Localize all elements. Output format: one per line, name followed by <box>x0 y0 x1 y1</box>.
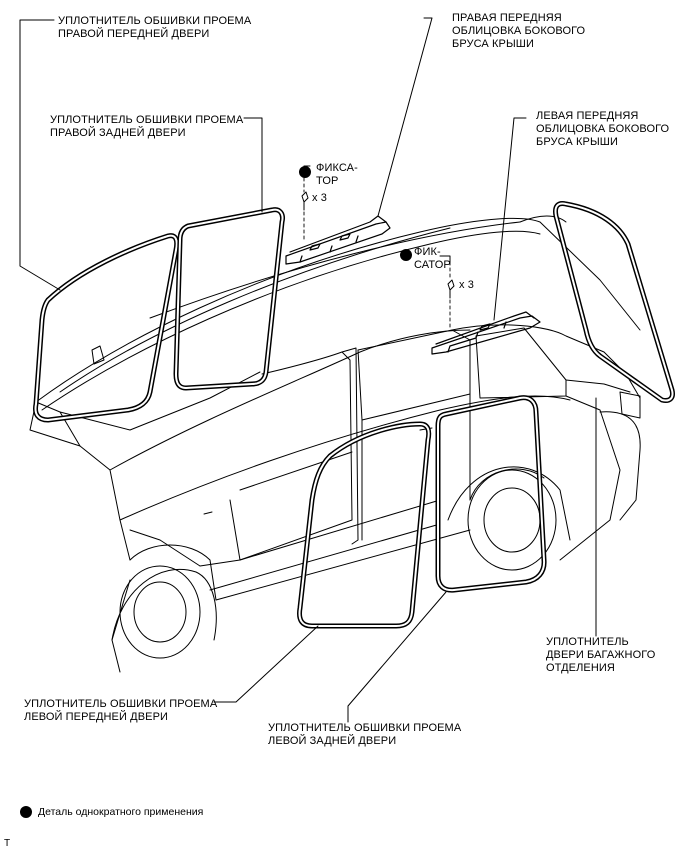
rf-door-weatherstrip-label: УПЛОТНИТЕЛЬ ОБШИВКИ ПРОЕМА ПРАВОЙ ПЕРЕДН… <box>58 15 252 40</box>
back-door-weatherstrip-label: УПЛОТНИТЕЛЬ ДВЕРИ БАГАЖНОГО ОТДЕЛЕНИЯ <box>546 636 656 674</box>
vehicle-body <box>29 215 641 673</box>
corner-mark: T <box>4 838 11 849</box>
clip-icon <box>301 191 309 211</box>
rr-door-weatherstrip-label: УПЛОТНИТЕЛЬ ОБШИВКИ ПРОЕМА ПРАВОЙ ЗАДНЕЙ… <box>50 114 244 139</box>
rh-roof-garnish-label: ПРАВАЯ ПЕРЕДНЯЯ ОБЛИЦОВКА БОКОВОГО БРУСА… <box>452 12 586 50</box>
one-time-use-dot-icon <box>20 806 32 818</box>
rr-door-weatherstrip <box>173 207 285 391</box>
lr-door-weatherstrip-label: УПЛОТНИТЕЛЬ ОБШИВКИ ПРОЕМА ЛЕВОЙ ЗАДНЕЙ … <box>268 722 462 747</box>
clip-quantity: x 3 <box>459 279 474 291</box>
legend: Деталь однократного применения <box>20 806 203 818</box>
rf-door-weatherstrip <box>33 233 180 423</box>
clip-label: ФИКСА- ТОР <box>316 162 358 187</box>
legend-text: Деталь однократного применения <box>38 806 204 818</box>
clip-icon <box>447 279 455 299</box>
one-time-use-dot-icon <box>299 166 311 178</box>
lf-door-weatherstrip <box>297 421 432 629</box>
lf-door-weatherstrip-label: УПЛОТНИТЕЛЬ ОБШИВКИ ПРОЕМА ЛЕВОЙ ПЕРЕДНЕ… <box>24 698 218 723</box>
lh-roof-side-garnish <box>431 311 541 355</box>
clip-quantity: x 3 <box>312 192 327 204</box>
lr-door-weatherstrip <box>435 395 547 593</box>
lh-roof-garnish-label: ЛЕВАЯ ПЕРЕДНЯЯ ОБЛИЦОВКА БОКОВОГО БРУСА … <box>536 110 670 148</box>
leader-lines <box>19 17 597 723</box>
back-door-weatherstrip <box>553 201 675 403</box>
one-time-use-dot-icon <box>400 249 412 261</box>
rh-roof-side-garnish <box>285 215 391 265</box>
clip-label: ФИК- САТОР <box>414 246 451 271</box>
